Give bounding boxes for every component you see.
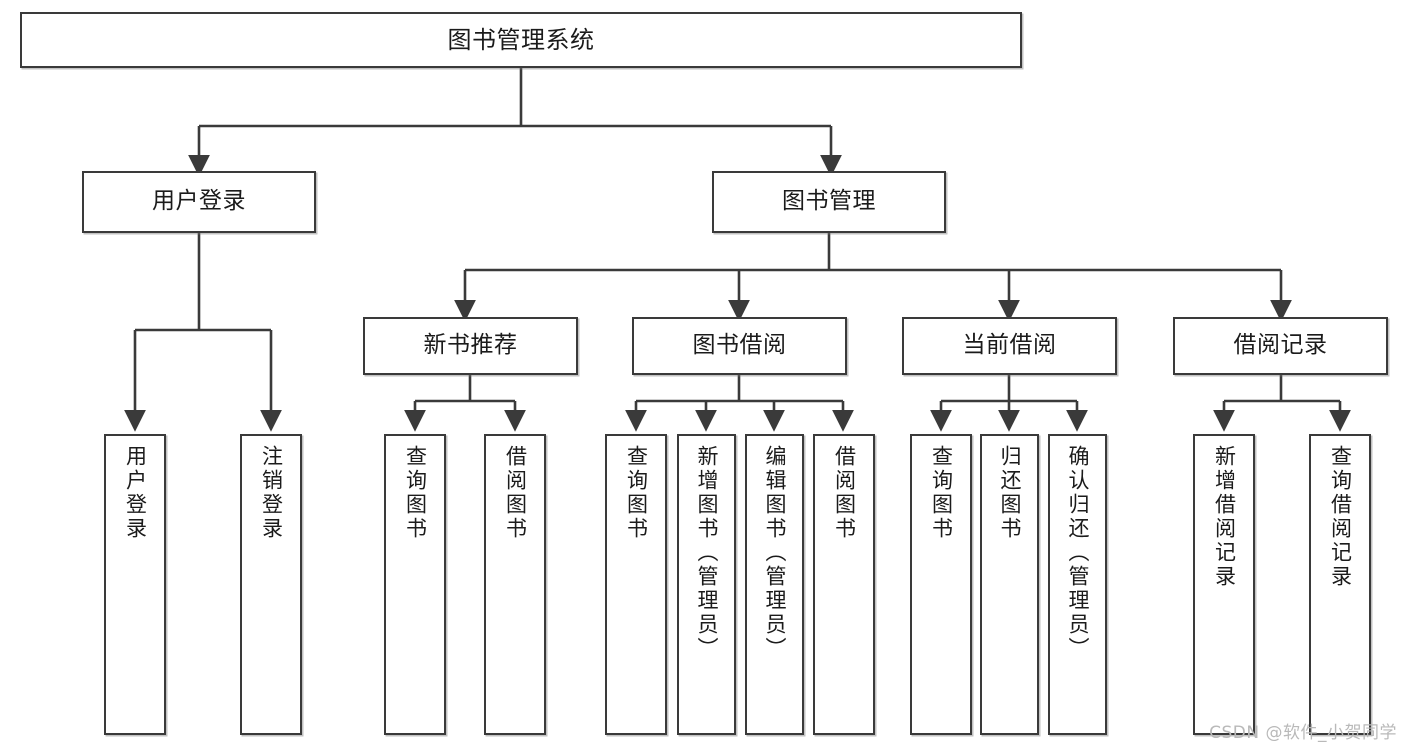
node-new-book-rec[interactable]: 新书推荐 [363, 317, 578, 375]
leaf-add-book[interactable]: 新增图书（管理员） [677, 434, 736, 735]
leaf-query-book-2-label: 查询图书 [624, 445, 649, 541]
leaf-query-book-3-label: 查询图书 [929, 445, 954, 541]
node-book-borrow-label: 图书借阅 [692, 332, 787, 359]
leaf-query-record-label: 查询借阅记录 [1328, 445, 1353, 589]
node-root-label: 图书管理系统 [447, 25, 595, 54]
leaf-edit-book[interactable]: 编辑图书（管理员） [745, 434, 804, 735]
leaf-borrow-book-2[interactable]: 借阅图书 [813, 434, 875, 735]
leaf-query-book-3[interactable]: 查询图书 [910, 434, 972, 735]
node-book-borrow[interactable]: 图书借阅 [632, 317, 847, 375]
leaf-confirm-return[interactable]: 确认归还（管理员） [1048, 434, 1107, 735]
leaf-query-book-1-label: 查询图书 [403, 445, 428, 541]
watermark: CSDN @软件_小贺同学 [1209, 723, 1397, 743]
leaf-borrow-book-1[interactable]: 借阅图书 [484, 434, 546, 735]
node-book-manage-label: 图书管理 [782, 188, 876, 215]
node-user-login-label: 用户登录 [152, 188, 246, 215]
leaf-user-login[interactable]: 用户登录 [104, 434, 166, 735]
leaf-add-record-label: 新增借阅记录 [1212, 445, 1237, 589]
node-current-borrow-label: 当前借阅 [962, 332, 1057, 359]
leaf-logout-label: 注销登录 [259, 445, 284, 541]
leaf-confirm-return-label: 确认归还（管理员） [1066, 445, 1090, 661]
leaf-borrow-book-1-label: 借阅图书 [503, 445, 528, 541]
leaf-logout[interactable]: 注销登录 [240, 434, 302, 735]
node-user-login[interactable]: 用户登录 [82, 171, 316, 233]
leaf-edit-book-label: 编辑图书（管理员） [763, 445, 787, 661]
leaf-borrow-book-2-label: 借阅图书 [832, 445, 857, 541]
leaf-add-book-label: 新增图书（管理员） [695, 445, 719, 661]
leaf-return-book-label: 归还图书 [998, 445, 1022, 541]
leaf-query-record[interactable]: 查询借阅记录 [1309, 434, 1371, 735]
node-new-book-rec-label: 新书推荐 [423, 332, 518, 359]
node-borrow-record-label: 借阅记录 [1233, 332, 1328, 359]
leaf-query-book-2[interactable]: 查询图书 [605, 434, 667, 735]
leaf-user-login-label: 用户登录 [123, 445, 148, 541]
node-root[interactable]: 图书管理系统 [20, 12, 1022, 68]
leaf-return-book[interactable]: 归还图书 [980, 434, 1039, 735]
leaf-add-record[interactable]: 新增借阅记录 [1193, 434, 1255, 735]
node-book-manage[interactable]: 图书管理 [712, 171, 946, 233]
node-current-borrow[interactable]: 当前借阅 [902, 317, 1117, 375]
node-borrow-record[interactable]: 借阅记录 [1173, 317, 1388, 375]
leaf-query-book-1[interactable]: 查询图书 [384, 434, 446, 735]
